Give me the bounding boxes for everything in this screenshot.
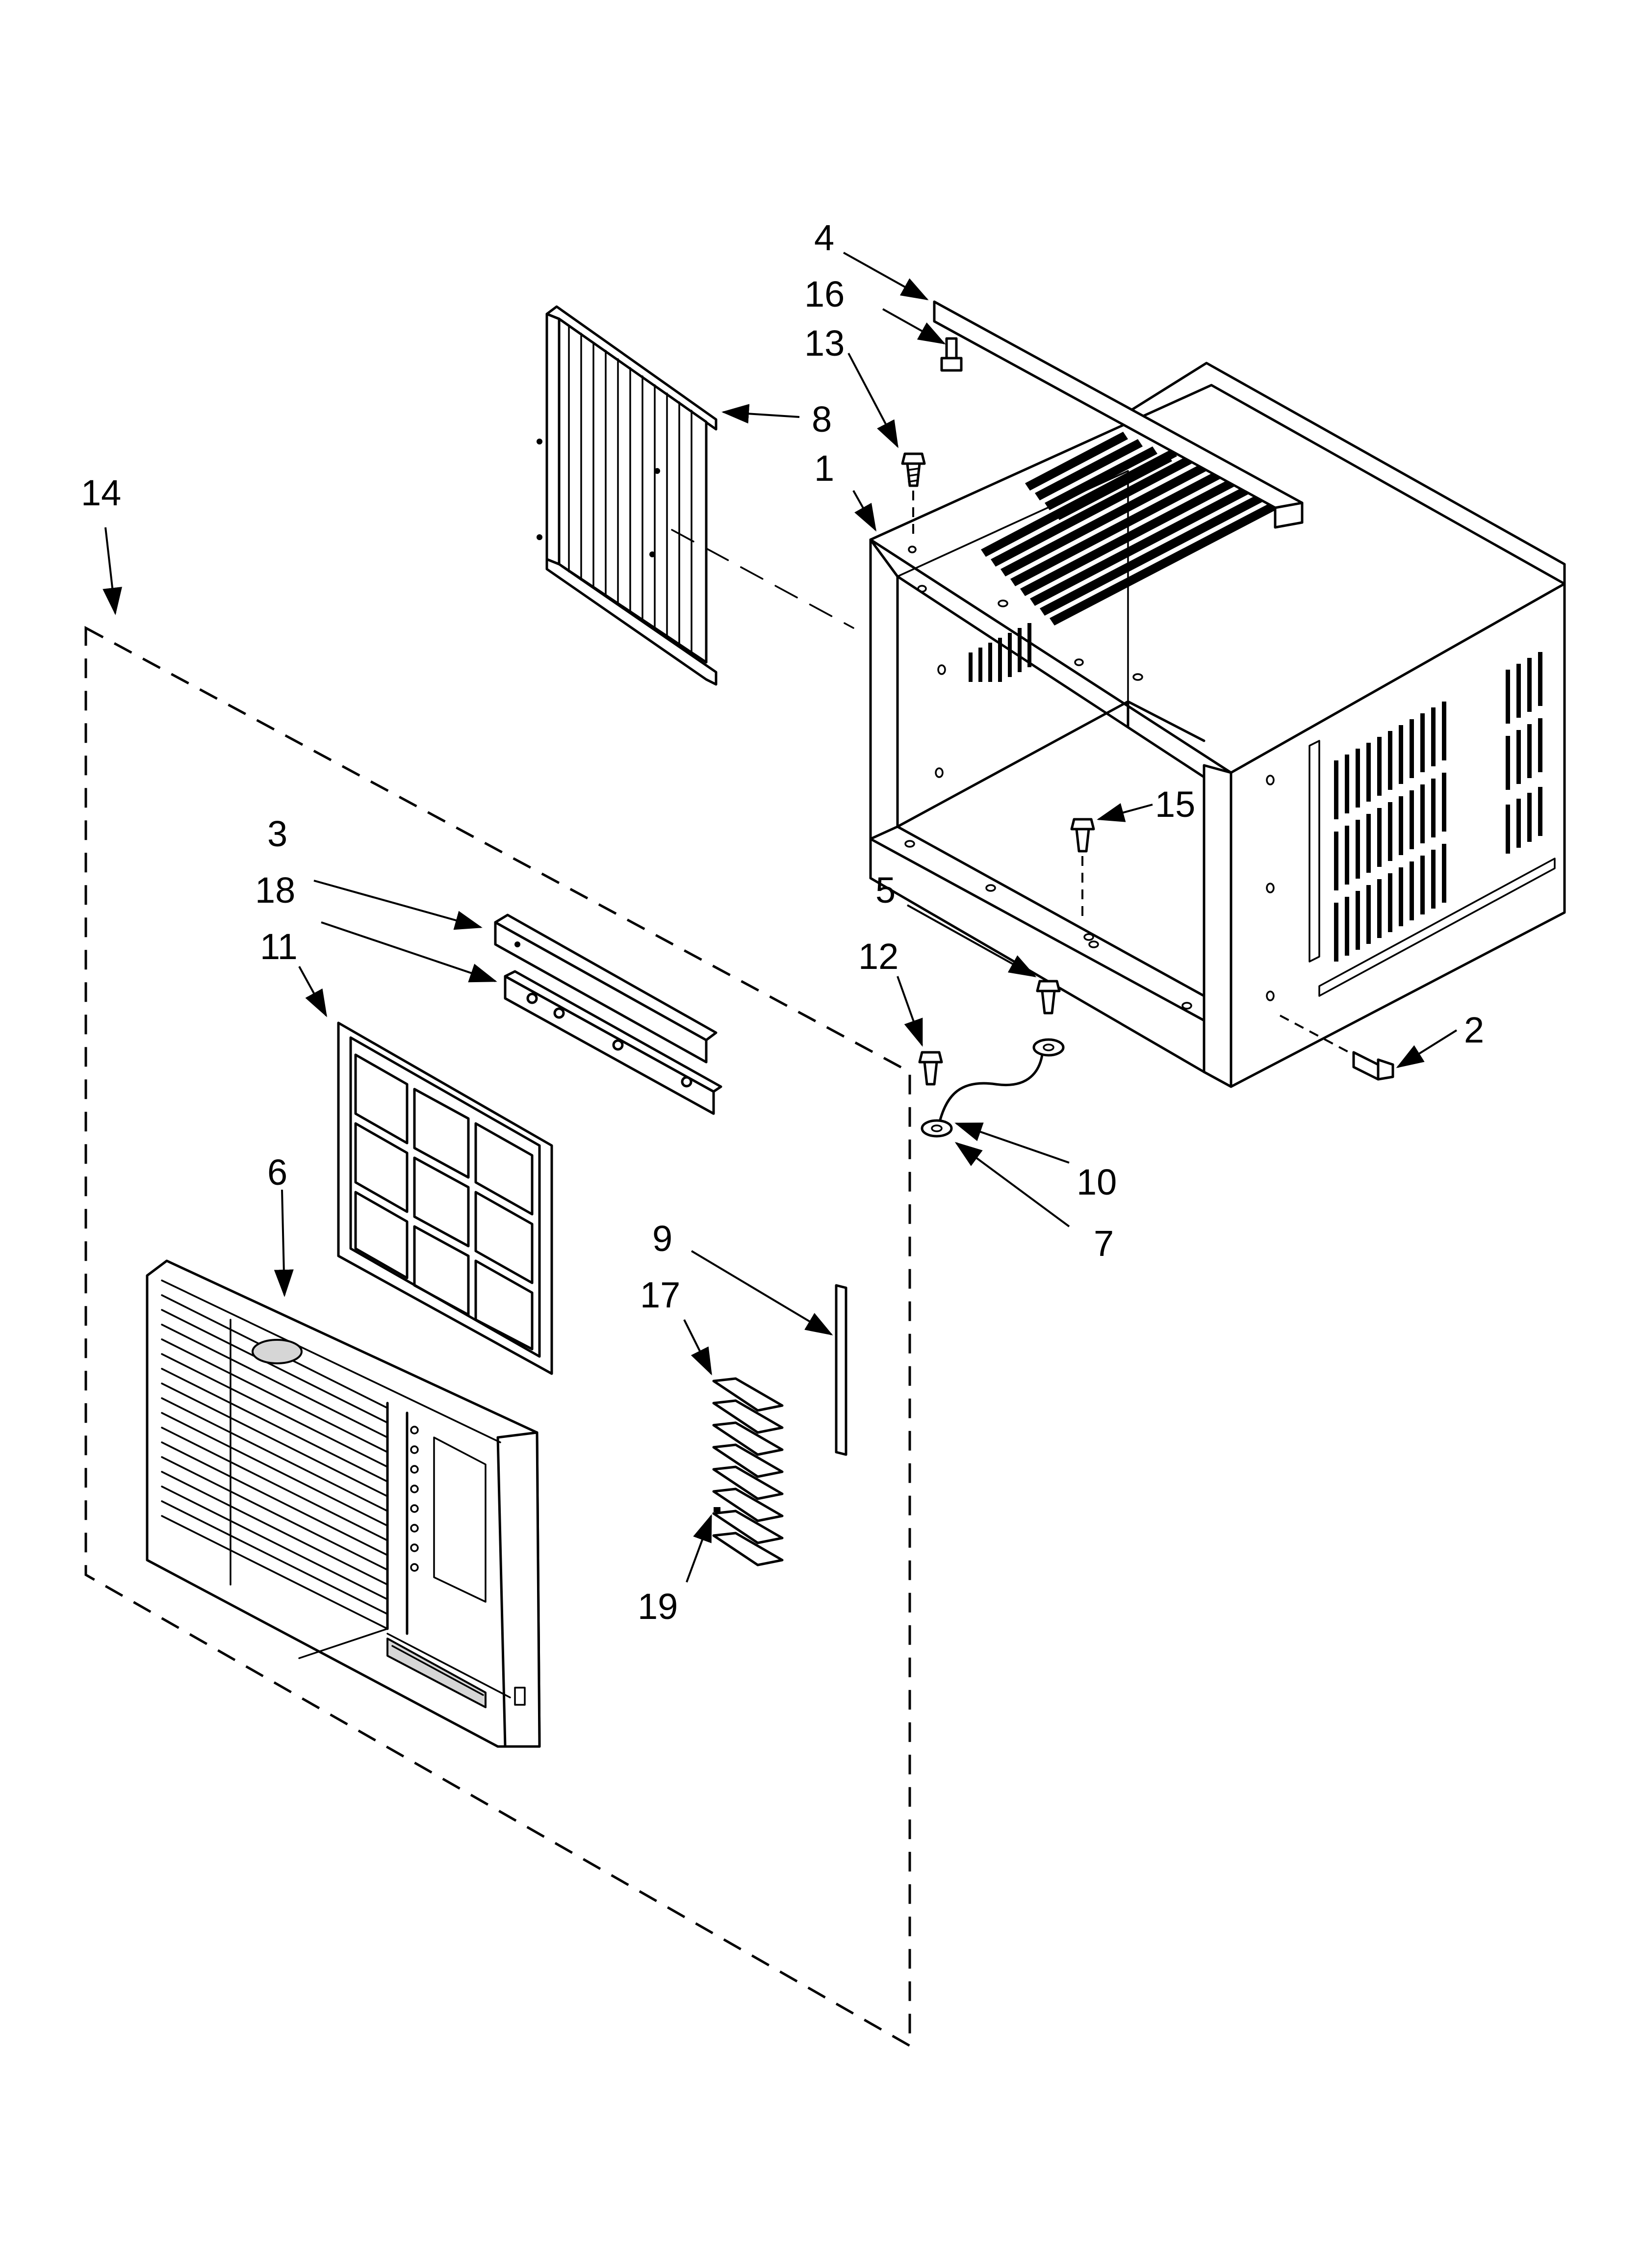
callout-19: 19 <box>638 1586 678 1627</box>
side-louvers-left <box>969 623 1031 682</box>
top-louvers <box>981 432 1280 626</box>
side-louvers-right <box>1308 652 1556 997</box>
screw-16 <box>940 337 963 372</box>
callout-11: 11 <box>260 926 298 967</box>
callout-16: 16 <box>804 274 845 314</box>
callout-3: 3 <box>267 813 287 854</box>
ground-wire <box>921 1053 1044 1138</box>
callout-15: 15 <box>1155 784 1195 825</box>
callout-12: 12 <box>858 936 898 977</box>
callout-13: 13 <box>804 323 845 364</box>
callout-2: 2 <box>1464 1010 1484 1050</box>
callout-18: 18 <box>255 870 295 911</box>
screw-12 <box>918 1051 943 1086</box>
callout-9: 9 <box>652 1218 672 1259</box>
air-filter <box>337 1021 553 1375</box>
callout-5: 5 <box>875 870 896 911</box>
callout-labels: 4 16 13 8 1 14 15 5 12 2 10 7 3 18 11 6 … <box>81 217 1484 1627</box>
bracket-lower <box>504 970 722 1115</box>
leader-lines <box>103 252 1458 1583</box>
callout-14: 14 <box>81 472 121 513</box>
callout-17: 17 <box>640 1275 680 1315</box>
screw-2 <box>1280 1015 1394 1081</box>
bracket-upper <box>494 913 718 1064</box>
callout-6: 6 <box>267 1152 287 1193</box>
seal-strip <box>835 1284 847 1456</box>
filter-cells <box>354 1053 534 1351</box>
callout-8: 8 <box>812 399 832 440</box>
callout-1: 1 <box>814 448 834 489</box>
side-curtain <box>537 305 854 686</box>
front-assembly-outline <box>84 626 911 2048</box>
top-rail <box>933 300 1304 529</box>
callout-7: 7 <box>1094 1223 1114 1264</box>
cabinet-wrapper <box>869 362 1566 1088</box>
control-buttons <box>410 1426 419 1572</box>
screw-5 <box>1032 980 1065 1057</box>
screw-15 <box>1070 818 1095 922</box>
louver-blades <box>712 1377 784 1566</box>
curtain-pleats <box>568 325 693 654</box>
front-panel <box>146 1259 541 1748</box>
screw-holes <box>904 546 1275 1010</box>
callout-4: 4 <box>814 217 834 258</box>
front-grille-lines <box>161 1294 388 1630</box>
screw-13 <box>901 452 926 540</box>
callout-10: 10 <box>1077 1162 1117 1202</box>
